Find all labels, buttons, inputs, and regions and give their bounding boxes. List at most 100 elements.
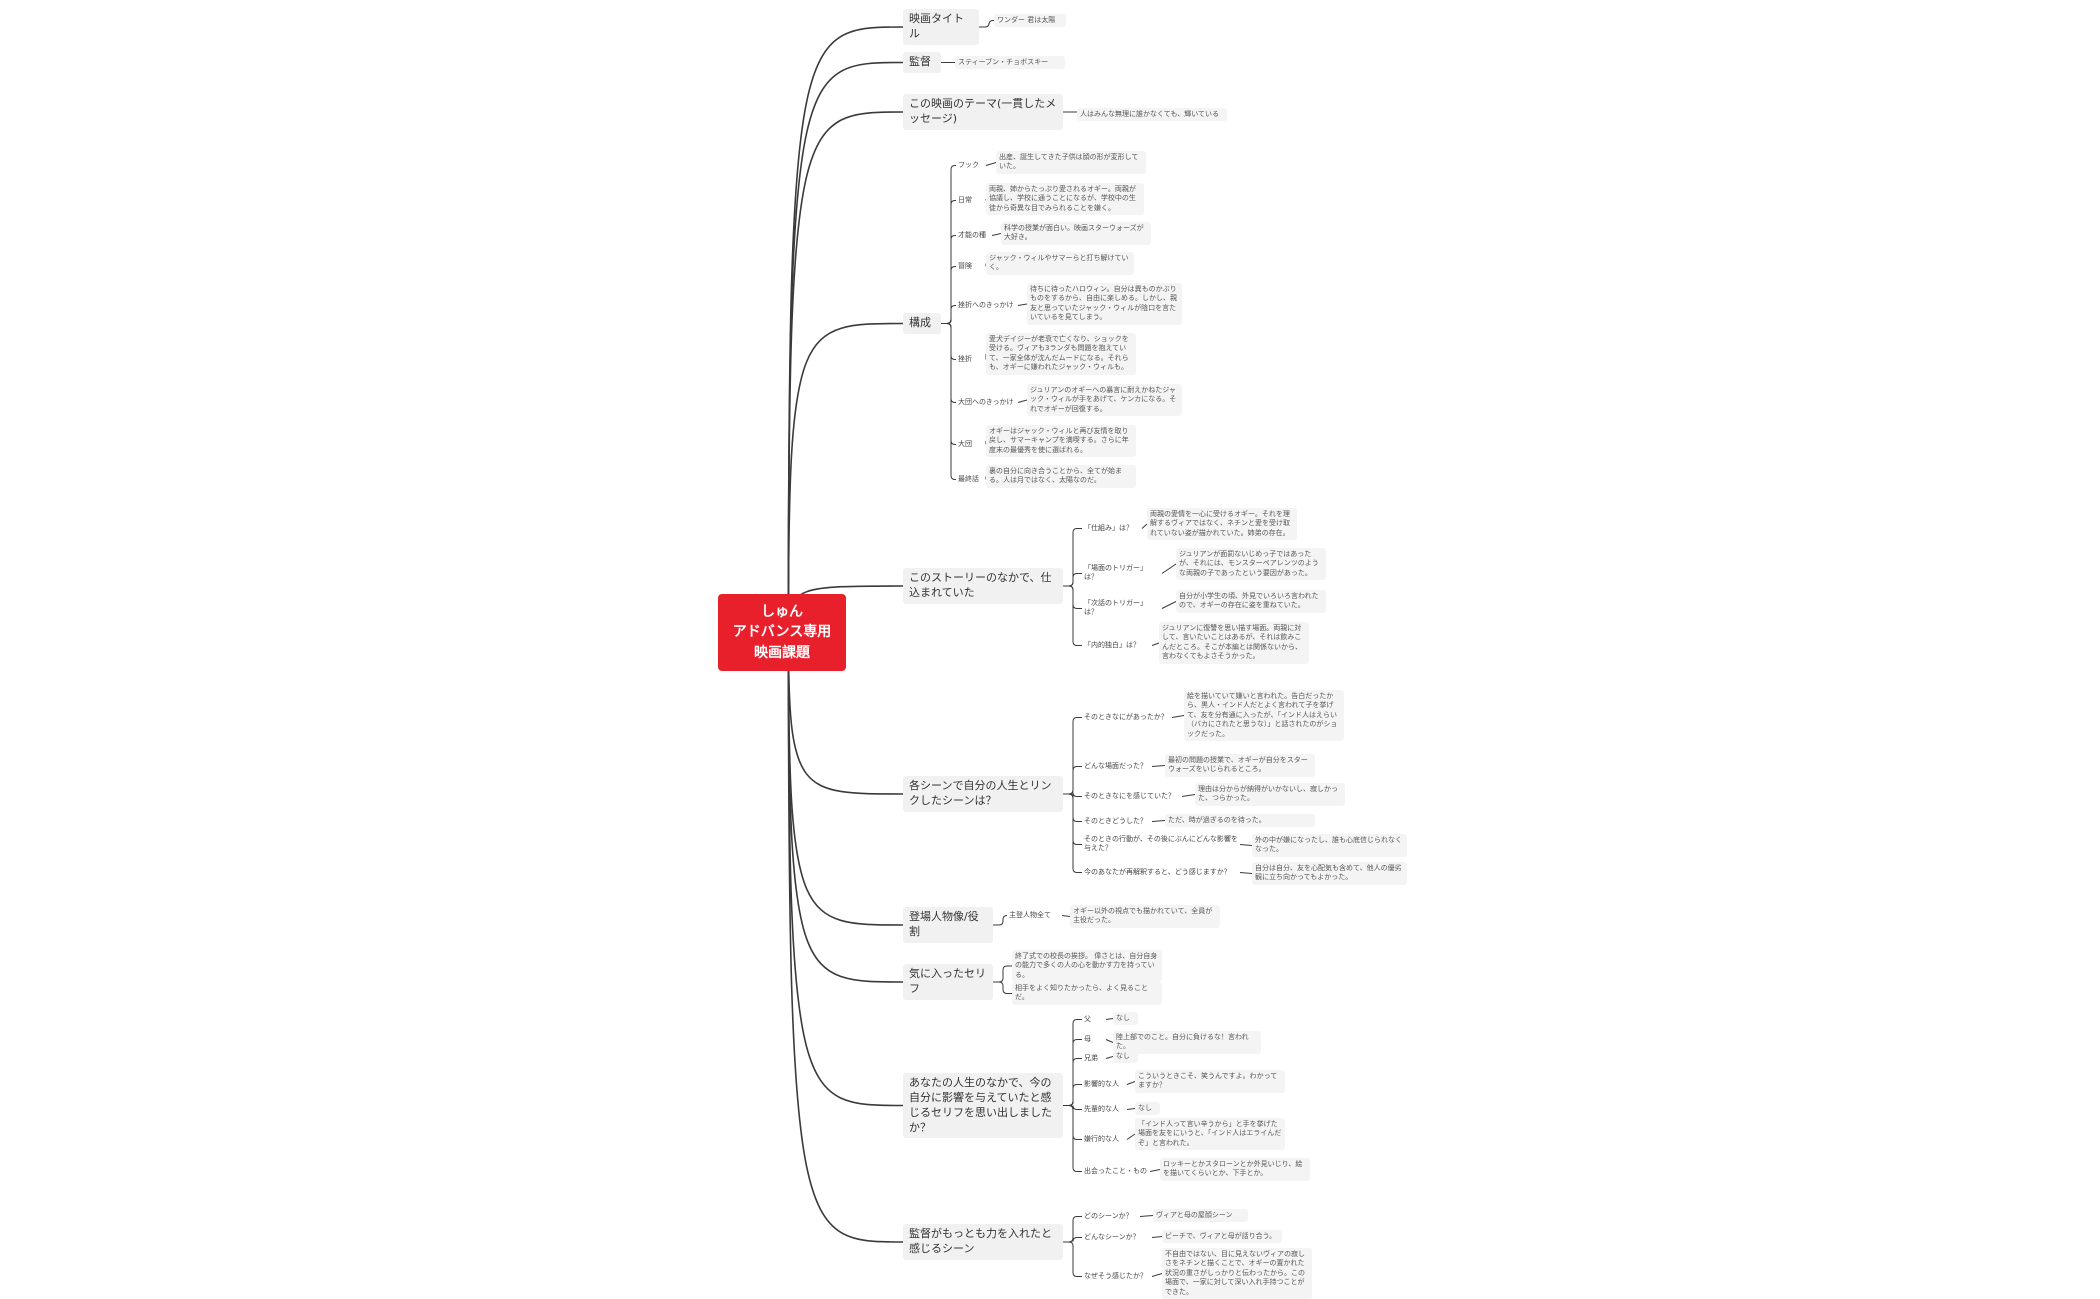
value-connector [1139, 1215, 1154, 1217]
child-connector [993, 915, 1008, 926]
subtopic-value[interactable]: 裏の自分に向き合うことから、全てが始まる。人は月ではなく、太陽なのだ。 [986, 465, 1136, 488]
value-connector [1017, 303, 1028, 306]
subtopic-value[interactable]: 自分は自分、友を心配気も含めて、他人の優劣観に立ち向かってもよかった。 [1252, 862, 1407, 885]
subtopic-value[interactable]: なし [1113, 1050, 1138, 1064]
subtopic-value[interactable]: こういうときこそ、笑うんですよ。わかってますか？ [1135, 1070, 1285, 1093]
subtopic-value[interactable]: ジュリアンのオギーへの暴言に耐えかねたジャック・ウィルが手をあげて、ケンカになる… [1027, 384, 1182, 417]
subtopic-label[interactable]: 挫折 [958, 355, 972, 363]
subtopic-value[interactable]: 最初の問題の授業で、オギーが自分をスターウォーズをいじられるところ。 [1165, 754, 1315, 777]
subtopic-label[interactable]: 主登人物全て [1009, 911, 1051, 919]
subtopic-label[interactable]: 「場面のトリガー」は？ [1084, 564, 1147, 582]
subtopic-label[interactable]: 出会ったこと・もの [1084, 1167, 1147, 1175]
subtopic-value[interactable]: 両親の愛情を一心に受けるオギー。それを理解するヴィアではなく、ネチンと愛を受け取… [1147, 508, 1297, 541]
value-connector [1171, 715, 1185, 718]
subtopic-label[interactable]: 嫌行的な人 [1084, 1135, 1119, 1143]
value-connector [1105, 1018, 1114, 1020]
branch-value[interactable]: 人はみんな無理に誰かなくても、輝いている [1077, 108, 1227, 122]
subtopic-label[interactable]: 冒険 [958, 262, 972, 270]
subtopic-value[interactable]: ビーチで、ヴィアと母が話り合う。 [1162, 1230, 1282, 1244]
subtopic-value[interactable]: 待ちに待ったハロウィン。自分は異ものかぶりものをするから、自由に楽しめる。しかし… [1027, 283, 1182, 325]
subtopic-label[interactable]: どのシーンか？ [1084, 1212, 1133, 1220]
subtopic-label[interactable]: どんなシーンか？ [1084, 1233, 1140, 1241]
subtopic-label[interactable]: そのときなにがあったか？ [1084, 713, 1168, 721]
branch-topic[interactable]: 監督 [903, 52, 941, 73]
branch-topic[interactable]: このストーリーのなかで、仕込まれていた [903, 568, 1063, 604]
subtopic-value[interactable]: ヴィアと母の屋顔シーン [1153, 1209, 1248, 1223]
value-connector [1151, 765, 1166, 767]
subtopic-value[interactable]: 両親、姉からたっぷり愛されるオギー。両親が協議し、学校に通うことになるが、学校中… [986, 183, 1144, 216]
subtopic-label[interactable]: 才能の種 [958, 231, 986, 239]
branch-topic[interactable]: 登場人物像/役割 [903, 907, 993, 943]
branch-topic[interactable]: 気に入ったセリフ [903, 964, 993, 1000]
child-connector [1063, 793, 1082, 873]
subtopic-label[interactable]: どんな場面だった？ [1084, 762, 1147, 770]
child-connector [941, 323, 956, 360]
branch-topic[interactable]: あなたの人生のなかで、今の自分に影響を与えていたと感じるセリフを思い出しましたか… [903, 1073, 1063, 1139]
subtopic-label[interactable]: そのときの行動が、その後にぶんにどんな影響を与えた？ [1084, 835, 1238, 853]
subtopic-value[interactable]: ロッキーとかスタローンとか外見いじり、絵を描いてくらいとか、下手とか。 [1160, 1158, 1310, 1181]
value-connector [1151, 820, 1166, 822]
branch-value[interactable]: 相手をよく知りたかったら、よく見ることだ。 [1012, 982, 1162, 1005]
subtopic-label[interactable]: なぜそう感じたか？ [1084, 1272, 1147, 1280]
child-connector [1063, 1237, 1082, 1243]
subtopic-label[interactable]: そのときどうした？ [1084, 817, 1147, 825]
subtopic-value[interactable]: 理由は分からが納得がいかないし、寂しかった、つらかった。 [1195, 783, 1345, 806]
subtopic-value[interactable]: 自分が小学生の頃、外見でいろいろ言われたので、オギーの存在に姿を重ねていた。 [1176, 590, 1326, 613]
branch-topic[interactable]: 各シーンで自分の人生とリンクしたシーンは？ [903, 776, 1063, 812]
subtopic-label[interactable]: 母 [1084, 1035, 1091, 1043]
subtopic-label[interactable]: そのときなにを感じていた？ [1084, 792, 1175, 800]
subtopic-value[interactable]: 外の中が嫌になったし、誰も心底信じられなくなった。 [1252, 834, 1407, 857]
subtopic-label[interactable]: 「次話のトリガー」は？ [1084, 599, 1147, 617]
subtopic-label[interactable]: 影響的な人 [1084, 1080, 1119, 1088]
branch-value[interactable]: ワンダー 君は太陽 [994, 14, 1066, 28]
value-connector [1161, 601, 1177, 609]
value-connector [1151, 642, 1160, 646]
child-connector [941, 323, 956, 480]
value-connector [1017, 399, 1028, 403]
subtopic-label[interactable]: 「仕組み」は？ [1084, 524, 1133, 532]
branch-topic[interactable]: この映画のテーマ(一貫したメッセージ) [903, 94, 1063, 130]
subtopic-value[interactable]: 陸上部でのこと。自分に負けるな！言われた。 [1113, 1031, 1261, 1054]
subtopic-value[interactable]: オギーはジャック・ウィルと再び友情を取り戻し、サマーキャンプを満喫する。さらに年… [986, 425, 1136, 458]
subtopic-label[interactable]: 最終話 [958, 475, 979, 483]
subtopic-value[interactable]: 不自由ではない、目に見えないヴィアの寂しさをネチンと描くことで、オギーの置かれた… [1162, 1248, 1312, 1299]
value-connector [1105, 1056, 1114, 1059]
branch-value[interactable]: スティーブン・チョボスキー [955, 56, 1065, 70]
subtopic-value[interactable]: 科学の授業が面白い。映画スターウォーズが大好き。 [1001, 222, 1151, 245]
subtopic-value[interactable]: なし [1135, 1102, 1160, 1116]
subtopic-value[interactable]: 出産、誕生してきた子供は顔の形が変形していた。 [996, 151, 1146, 174]
subtopic-label[interactable]: 兄弟 [1084, 1054, 1098, 1062]
value-connector [991, 233, 1002, 236]
subtopic-value[interactable]: ジュリアンが面罰ないじめっ子ではあったが、それには、モンスターペアレンツのような… [1176, 548, 1326, 581]
subtopic-label[interactable]: 「内的独白」は？ [1084, 641, 1140, 649]
child-connector [993, 981, 1012, 994]
subtopic-label[interactable]: 先輩的な人 [1084, 1105, 1119, 1113]
subtopic-label[interactable]: 今のあなたが再解釈すると、どう感じますか？ [1084, 868, 1231, 876]
subtopic-label[interactable]: 大団 [958, 440, 972, 448]
central-topic[interactable]: しゅん アドバンス専用 映画課題 [718, 594, 846, 671]
subtopic-label[interactable]: 父 [1084, 1015, 1091, 1023]
subtopic-value[interactable]: ただ、時が過ぎるのを待った。 [1165, 814, 1315, 828]
subtopic-label[interactable]: 大団へのきっかけ [958, 398, 1014, 406]
subtopic-value[interactable]: なし [1113, 1012, 1138, 1026]
value-connector [1161, 563, 1177, 574]
branch-value[interactable]: 終了式での校長の挨拶。 偉さとは、自分自身の能力で多くの人の心を動かす力を持って… [1012, 950, 1162, 983]
value-connector [1239, 844, 1253, 846]
value-connector [985, 162, 997, 166]
subtopic-value[interactable]: ジュリアンに復讐を思い描す場面。両親に対して、言いたいことはあるが、それは飲みこ… [1159, 622, 1309, 664]
subtopic-value[interactable]: 絵を描いていて嫌いと言われた。告白だったから、黒人・インド人だとよく言われて子を… [1184, 690, 1344, 742]
subtopic-value[interactable]: 愛犬デイジーが老衰で亡くなり、ショックを受ける。ヴィアも3ランダも問題を抱えてい… [986, 333, 1136, 375]
subtopic-label[interactable]: フック [958, 161, 979, 169]
branch-topic[interactable]: 構成 [903, 313, 941, 334]
branch-topic[interactable]: 映画タイトル [903, 9, 979, 45]
child-connector [941, 165, 956, 324]
subtopic-value[interactable]: ジャック・ウィルやサマーらと打ち解けていく。 [986, 252, 1134, 275]
branch-topic[interactable]: 監督がもっとも力を入れたと感じるシーン [903, 1224, 1063, 1260]
value-connector [1126, 1081, 1136, 1085]
value-connector [1061, 915, 1071, 917]
subtopic-value[interactable]: 「インド人って言い辛うから」と手を挙げた場面を友をにいうと、「インド人はエライん… [1135, 1118, 1285, 1151]
subtopic-label[interactable]: 挫折へのきっかけ [958, 301, 1014, 309]
subtopic-label[interactable]: 日常 [958, 196, 972, 204]
subtopic-value[interactable]: オギー以外の視点でも描かれていて、全員が主役だった。 [1070, 905, 1220, 928]
